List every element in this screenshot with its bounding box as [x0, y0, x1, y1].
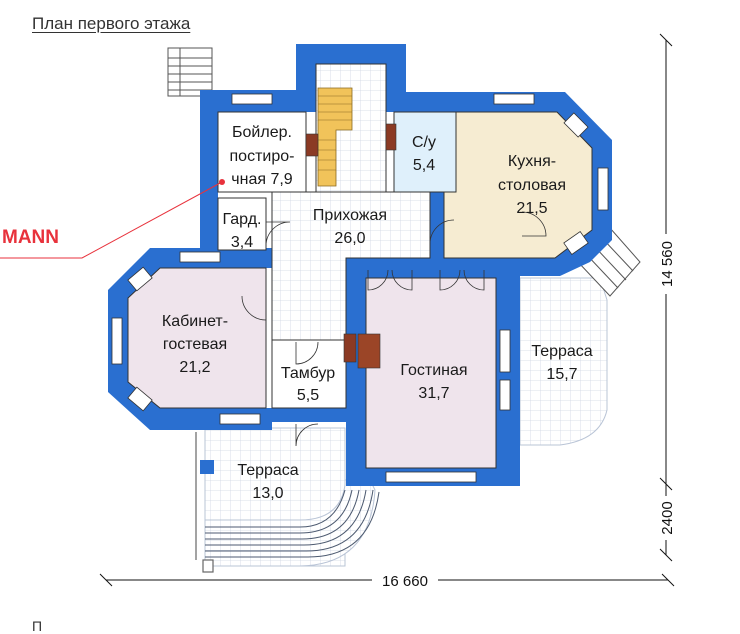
label-living-2: 31,7: [418, 385, 449, 402]
dimension-height-line: [659, 33, 673, 562]
label-terrace-right-1: Терраса: [531, 343, 592, 360]
room-living-fill: [365, 277, 497, 469]
room-vestibule-fill: [271, 339, 347, 409]
brand-leader: [0, 179, 225, 259]
label-vestibule-2: 5,5: [297, 387, 319, 404]
room-wardrobe-fill: [217, 197, 267, 251]
room-study-fill: [127, 267, 267, 409]
exterior-walls: [108, 44, 612, 486]
label-study-2: гостевая: [163, 336, 227, 353]
label-boiler-2: постиро-: [230, 148, 295, 165]
terrace-railing: [195, 432, 214, 573]
label-wardrobe-1: Гард.: [223, 211, 262, 228]
label-terrace-bottom-2: 13,0: [252, 485, 283, 502]
terrace-column: [200, 460, 214, 474]
dimension-width: 16 660: [382, 573, 428, 590]
label-hall-2: 26,0: [334, 230, 365, 247]
label-boiler-1: Бойлер.: [232, 124, 292, 141]
dimension-height-main: 14 560: [659, 241, 676, 287]
label-study-1: Кабинет-: [162, 313, 228, 330]
label-boiler-3: чная 7,9: [231, 171, 293, 188]
label-study-3: 21,2: [179, 359, 210, 376]
label-kitchen-3: 21,5: [516, 200, 547, 217]
brand-text: MANN: [2, 227, 59, 248]
label-terrace-bottom-1: Терраса: [237, 462, 298, 479]
dimension-height-extra: 2400: [659, 501, 676, 534]
windows: [111, 93, 609, 483]
label-vestibule-1: Тамбур: [281, 365, 335, 382]
label-bathroom-2: 5,4: [413, 157, 435, 174]
label-kitchen-2: столовая: [498, 177, 566, 194]
label-bathroom-1: С/у: [412, 134, 436, 151]
label-terrace-right-2: 15,7: [546, 366, 577, 383]
page-title: План первого этажа: [32, 14, 191, 33]
door-swings: [241, 211, 547, 447]
bottom-cut-text: П: [32, 618, 43, 634]
label-wardrobe-2: 3,4: [231, 234, 253, 251]
label-living-1: Гостиная: [400, 362, 467, 379]
chimney-icons: [305, 123, 397, 369]
room-bathroom-fill: [393, 111, 457, 193]
terrace-steps: [205, 489, 380, 558]
label-hall-1: Прихожая: [313, 207, 387, 224]
entrance-steps-top-left: [167, 47, 213, 97]
room-stairs: [315, 63, 387, 193]
terrace-right-area: [519, 277, 608, 446]
label-kitchen-1: Кухня-: [508, 153, 556, 170]
